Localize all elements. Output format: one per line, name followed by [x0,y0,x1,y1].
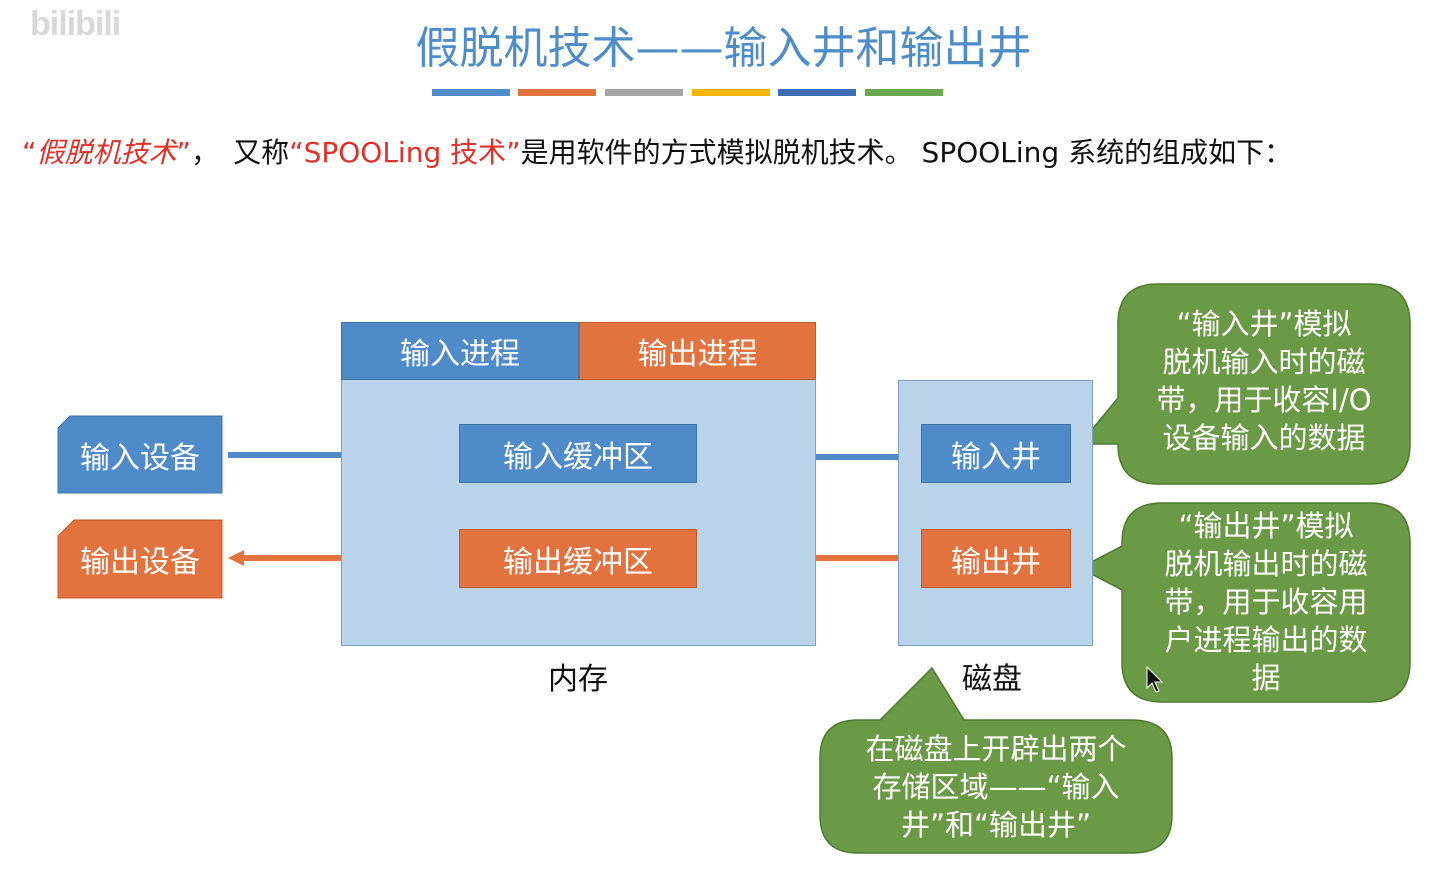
output-well-callout-line: 脱机输出时的磁 [1164,547,1368,581]
output-well-callout-line: 据 [1251,661,1281,695]
title-bar-1 [432,89,510,96]
intro-comma: ， [191,136,220,169]
output-well-callout-line: “输出井”模拟 [1178,509,1354,543]
intro-term-spooling-en: “SPOOLing 技术” [289,136,521,169]
input-well-callout-shape [1078,283,1411,485]
output-process-box: 输出进程 [579,322,816,380]
intro-also-called: 又称 [233,136,290,169]
intro-rest: 是用软件的方式模拟脱机技术。 SPOOLing 系统的组成如下： [520,136,1293,169]
bilibili-watermark: bilibili [30,5,121,43]
input-well-box: 输入井 [921,424,1071,483]
disk-callout-shape [819,666,1173,854]
input-device-label: 输入设备 [80,440,200,476]
output-well-box: 输出井 [921,529,1071,588]
mouse-cursor-icon [1146,665,1164,693]
output-device-label: 输出设备 [80,545,200,580]
title-bar-2 [518,89,596,96]
intro-quote-open: “ [22,136,37,169]
disk-callout-text: 在磁盘上开辟出两个 存储区域——“输入 井”和“输出井” [826,730,1166,844]
disk-label: 磁盘 [962,662,1022,697]
input-process-box: 输入进程 [341,322,579,380]
output-well-callout-shape [1078,502,1411,703]
title-bar-3 [605,89,683,96]
disk-callout-line: 在磁盘上开辟出两个 [865,732,1127,766]
output-buffer-box: 输出缓冲区 [459,529,697,588]
disk-callout-line: 井”和“输出井” [900,808,1092,842]
title-bar-6 [865,89,943,96]
output-well-callout-line: 带，用于收容用 [1164,585,1368,619]
input-well-callout-text: “输入井”模拟 脱机输入时的磁 带，用于收容I/O 设备输入的数据 [1128,305,1400,457]
input-well-callout-line: “输入井”模拟 [1176,307,1352,341]
input-well-callout-line: 带，用于收容I/O [1156,383,1372,417]
slide-title: 假脱机技术——输入井和输出井 [415,23,1032,74]
title-bar-4 [692,89,770,96]
disk-callout-line: 存储区域——“输入 [872,770,1120,804]
output-device-shape [57,519,223,599]
input-buffer-box: 输入缓冲区 [459,424,697,483]
disk-panel [898,380,1093,646]
title-bar-5 [778,89,856,96]
intro-term-spooling-cn: 假脱机技术 [36,136,177,169]
memory-label: 内存 [548,662,608,697]
input-well-callout-line: 脱机输入时的磁 [1162,345,1366,379]
output-well-callout-line: 户进程输出的数 [1164,623,1368,657]
input-well-callout-line: 设备输入的数据 [1162,421,1366,455]
intro-quote-close: ” [176,136,192,169]
output-well-callout-text: “输出井”模拟 脱机输出时的磁 带，用于收容用 户进程输出的数 据 [1130,507,1402,697]
input-device-shape [57,415,223,494]
intro-sentence: “假脱机技术”， 又称“SPOOLing 技术”是用软件的方式模拟脱机技术。 SP… [22,130,1292,176]
